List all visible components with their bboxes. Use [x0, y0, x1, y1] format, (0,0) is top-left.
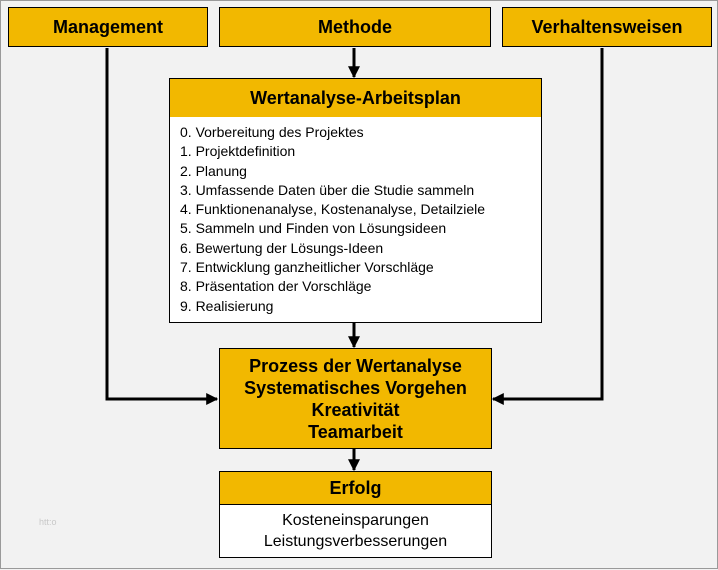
- process-line: Prozess der Wertanalyse: [249, 355, 462, 376]
- arrow-management-to-process: [105, 48, 219, 405]
- plan-step: 3. Umfassende Daten über die Studie samm…: [180, 181, 475, 198]
- input-box-verhaltensweisen: Verhaltensweisen: [502, 7, 712, 47]
- plan-step: 5. Sammeln und Finden von Lösungsideen: [180, 220, 447, 237]
- process-line: Teamarbeit: [308, 421, 403, 442]
- result-item: Kosteneinsparungen: [282, 512, 429, 529]
- input-label-verhaltensweisen: Verhaltensweisen: [531, 16, 683, 37]
- plan-title: Wertanalyse-Arbeitsplan: [250, 87, 461, 108]
- result-title: Erfolg: [329, 477, 382, 498]
- process-box: Prozess der Wertanalyse Systematisches V…: [219, 348, 492, 449]
- plan-step: 8. Präsentation der Vorschläge: [180, 278, 372, 295]
- watermark-text: htt:o: [39, 517, 57, 527]
- input-box-methode: Methode: [219, 7, 491, 47]
- plan-step-list: 0. Vorbereitung des Projektes 1. Projekt…: [180, 123, 541, 316]
- input-label-methode: Methode: [318, 16, 392, 37]
- process-line: Kreativität: [311, 399, 400, 420]
- plan-step: 4. Funktionenanalyse, Kostenanalyse, Det…: [180, 201, 486, 218]
- plan-step: 9. Realisierung: [180, 297, 274, 314]
- plan-steps-box: 0. Vorbereitung des Projektes 1. Projekt…: [169, 117, 542, 323]
- input-label-management: Management: [52, 16, 164, 37]
- plan-step: 0. Vorbereitung des Projektes: [180, 124, 364, 140]
- result-items-box: Kosteneinsparungen Leistungsverbesserung…: [219, 504, 492, 558]
- plan-header: Wertanalyse-Arbeitsplan: [169, 78, 542, 118]
- plan-step: 2. Planung: [180, 162, 247, 179]
- arrow-verhaltensweisen-to-process: [491, 48, 604, 405]
- plan-step: 1. Projektdefinition: [180, 143, 296, 160]
- result-item: Leistungsverbesserungen: [263, 533, 448, 550]
- result-header: Erfolg: [219, 471, 492, 505]
- plan-step: 6. Bewertung der Lösungs-Ideen: [180, 239, 384, 256]
- input-box-management: Management: [8, 7, 208, 47]
- plan-step: 7. Entwicklung ganzheitlicher Vorschläge: [180, 259, 434, 276]
- process-line: Systematisches Vorgehen: [244, 377, 467, 398]
